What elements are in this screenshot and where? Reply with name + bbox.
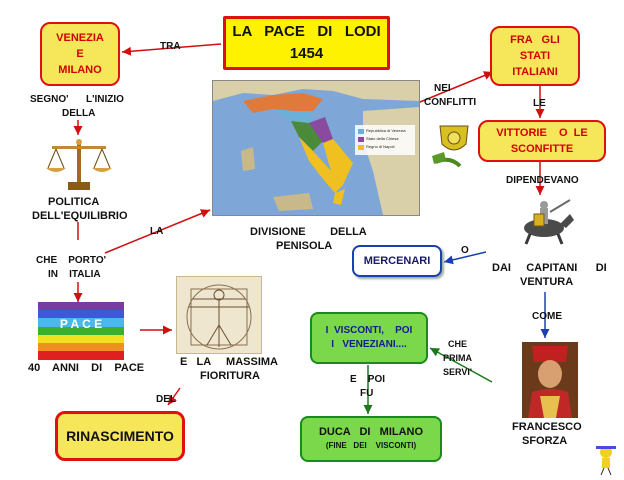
scales-image — [46, 139, 112, 190]
francesco-sforza-portrait — [522, 342, 578, 418]
label-francesco-2: SFORZA — [522, 435, 568, 447]
vittorie-line1: VITTORIE O LE — [496, 127, 588, 139]
mercenari-node[interactable]: MERCENARI — [352, 245, 442, 277]
label-e-poi-2: FU — [360, 388, 374, 399]
italy-map-image: Repubblica di Venezia Stato della Chiesa… — [212, 80, 420, 216]
arrow-capitani-mercenari — [443, 251, 487, 265]
venezia-line1: VENEZIA — [56, 32, 104, 44]
arrow-fioritura-rinascimento — [167, 387, 181, 406]
label-le: LE — [533, 98, 546, 109]
title-line1: LA PACE DI LODI — [232, 23, 381, 40]
vittorie-line2: SCONFITTE — [510, 143, 574, 155]
venezia-milano-node[interactable]: VENEZIA E MILANO — [40, 22, 120, 86]
label-nei: NEI — [434, 83, 451, 94]
map-legend-2: Stato della Chiesa — [366, 136, 399, 141]
visconti-line1: I VISCONTI, POI — [325, 325, 413, 336]
label-tra: TRA — [160, 41, 181, 52]
label-come: COME — [532, 311, 562, 322]
label-capitani-1: DAI CAPITANI DI — [492, 262, 607, 274]
duca-milano-node[interactable]: DUCA DI MILANO (FINE DEI VISCONTI) — [300, 416, 442, 462]
pace-flag-image: P A C E — [38, 302, 124, 360]
visconti-node[interactable]: I VISCONTI, POI I VENEZIANI.... — [310, 312, 428, 364]
vitruvian-man-image — [176, 276, 262, 354]
label-che-prima-1: CHE — [448, 339, 468, 349]
label-dipendevano: DIPENDEVANO — [506, 175, 579, 186]
stati-line2: STATI — [519, 50, 551, 62]
label-o: O — [461, 245, 469, 256]
vittorie-sconfitte-node[interactable]: VITTORIE O LE SCONFITTE — [478, 120, 606, 162]
map-legend-1: Repubblica di Venezia — [366, 128, 406, 133]
arrow-francesco-visconti — [429, 347, 493, 383]
map-legend-3: Regno di Napoli — [366, 144, 395, 149]
arrow-title-venezia — [121, 43, 222, 56]
stati-line3: ITALIANI — [512, 66, 558, 78]
title-line2: 1454 — [289, 45, 324, 62]
venezia-line2: E — [76, 48, 84, 60]
label-capitani-2: VENTURA — [520, 276, 574, 288]
label-massima-2: FIORITURA — [200, 370, 260, 382]
title-node[interactable]: LA PACE DI LODI 1454 — [223, 16, 390, 70]
label-conflitti: CONFLITTI — [424, 97, 477, 108]
label-che-porto-2: IN ITALIA — [48, 269, 101, 280]
label-politica-1: POLITICA — [48, 196, 100, 208]
stati-line1: FRA GLI — [510, 34, 560, 46]
label-e-poi-1: E POI — [350, 374, 386, 385]
label-massima-1: E LA MASSIMA — [180, 356, 278, 368]
label-della: DELLA — [62, 108, 96, 119]
duca-line2: (FINE DEI VISCONTI) — [325, 441, 417, 450]
stati-italiani-node[interactable]: FRA GLI STATI ITALIANI — [490, 26, 580, 86]
rinascimento-node[interactable]: RINASCIMENTO — [55, 411, 185, 461]
label-francesco-1: FRANCESCO — [512, 421, 582, 433]
shield-trophy-image — [432, 125, 469, 168]
label-del: DEL — [156, 394, 176, 405]
rinascimento-label: RINASCIMENTO — [66, 428, 174, 444]
italy-map-drawing — [213, 81, 419, 215]
label-che-porto-1: CHE PORTO' — [36, 255, 106, 266]
label-quaranta-anni: 40 ANNI DI PACE — [28, 362, 145, 374]
mascot-image — [596, 446, 616, 476]
label-divisione-1: DIVISIONE DELLA — [250, 226, 367, 238]
label-linizio: L'INIZIO — [86, 94, 124, 105]
label-politica-2: DELL'EQUILIBRIO — [32, 210, 128, 222]
mercenari-label: MERCENARI — [363, 255, 431, 267]
label-divisione-2: PENISOLA — [276, 240, 333, 252]
arrow-map-stati — [419, 71, 494, 103]
pace-flag-text: P A C E — [59, 317, 103, 331]
label-la: LA — [150, 226, 164, 237]
duca-line1: DUCA DI MILANO — [318, 426, 424, 438]
label-che-prima-3: SERVI' — [443, 367, 472, 377]
label-che-prima-2: PRIMA — [443, 353, 472, 363]
label-segno: SEGNO' — [30, 94, 69, 105]
venezia-line3: MILANO — [58, 64, 102, 76]
arrow-porto-map — [104, 209, 211, 254]
visconti-line2: I VENEZIANI.... — [331, 339, 407, 350]
knight-on-horse-image — [524, 199, 574, 245]
